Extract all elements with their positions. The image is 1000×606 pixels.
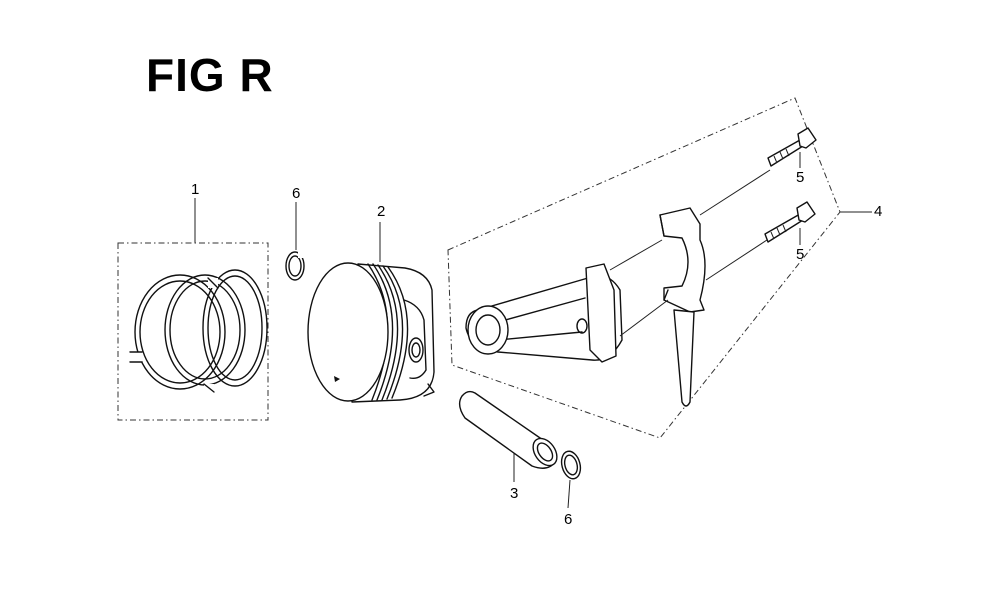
callout-piston-pin: 3 [510, 485, 519, 502]
piston-pin [458, 390, 558, 482]
callout-piston-rings: 1 [191, 181, 200, 198]
callout-cap-bolt-lower: 5 [796, 246, 805, 263]
piston [307, 222, 435, 403]
cap-bolt-upper [767, 127, 817, 168]
piston-ring-set [117, 198, 269, 421]
connecting-rod-assembly [447, 97, 872, 439]
connecting-rod-group-box [447, 97, 841, 439]
callout-piston: 2 [377, 203, 386, 220]
figure-title: FIG R [146, 49, 274, 101]
callout-connecting-rod-assembly: 4 [874, 203, 883, 220]
callout-pin-clip-lower: 6 [564, 511, 573, 528]
callout-pin-clip-upper: 6 [292, 185, 301, 202]
cap-bolt-lower [764, 201, 816, 245]
callout-cap-bolt-upper: 5 [796, 169, 805, 186]
piston-ring-group-box [117, 242, 269, 421]
pin-clip-lower [560, 450, 582, 509]
pin-clip-upper [285, 202, 305, 281]
